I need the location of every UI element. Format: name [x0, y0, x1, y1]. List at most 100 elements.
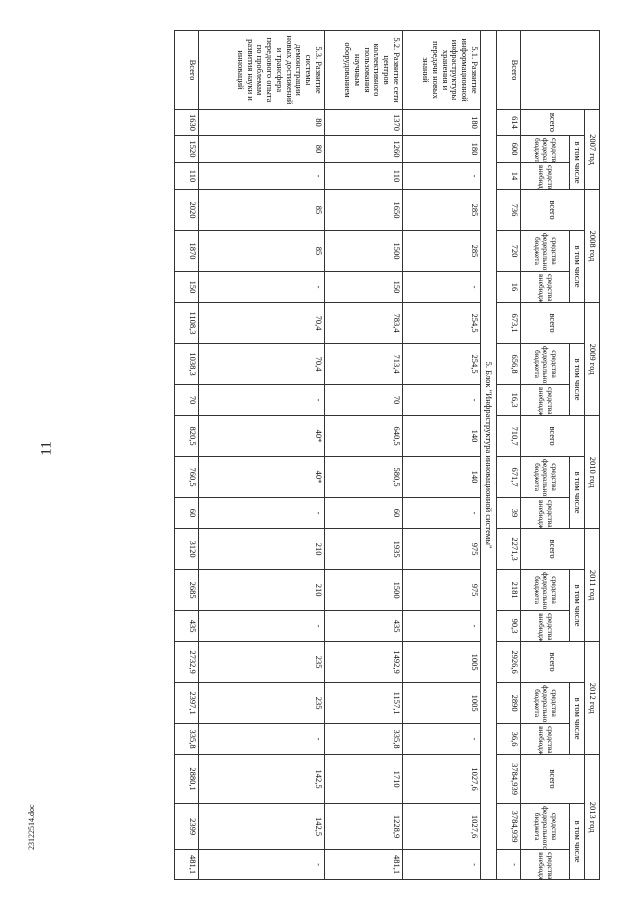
- value-cell: -: [402, 610, 481, 642]
- value-cell: 1108,3: [174, 302, 199, 344]
- value-cell: -: [402, 384, 481, 416]
- value-cell: 142,5: [198, 754, 325, 804]
- table-row: 5.2. Развитие сети центров коллективного…: [324, 30, 403, 880]
- value-cell: 60: [174, 497, 199, 529]
- value-cell: 150: [324, 271, 403, 303]
- value-cell: 975: [402, 528, 481, 570]
- year-header: 2007 год: [584, 109, 600, 190]
- value-cell: 1935: [324, 528, 403, 570]
- including-header: в том числе: [569, 135, 585, 190]
- value-cell: 1492,9: [324, 641, 403, 683]
- table-row: 5.1. Развитие информационной инфраструкт…: [402, 30, 481, 880]
- year-header: 2009 год: [584, 302, 600, 416]
- value-cell: 2926,6: [496, 641, 521, 683]
- value-cell: 142,5: [198, 803, 325, 850]
- value-cell: 1500: [324, 230, 403, 272]
- table-row: 5.3. Развитие системы демонстрации новых…: [198, 30, 325, 880]
- value-cell: 80: [198, 109, 325, 136]
- section-title: 5. Блок "Инфраструктура инновационной си…: [480, 30, 497, 880]
- federal-funds-header: средства федерального бюджета: [520, 569, 570, 611]
- value-cell: 671,7: [496, 456, 521, 498]
- extrabudget-funds-header: средства внебюджетные: [520, 849, 570, 880]
- value-cell: 3784,939: [496, 803, 521, 850]
- value-cell: 1500: [324, 569, 403, 611]
- value-cell: 1260: [324, 135, 403, 163]
- value-cell: 70: [174, 384, 199, 416]
- value-cell: 70,4: [198, 343, 325, 385]
- value-cell: 16,3: [496, 384, 521, 416]
- value-cell: 3120: [174, 528, 199, 570]
- total-header: всего: [520, 415, 585, 457]
- total-header: всего: [520, 302, 585, 344]
- value-cell: 710,7: [496, 415, 521, 457]
- value-cell: 36,6: [496, 723, 521, 755]
- extrabudget-funds-header: средства внебюджетные: [520, 723, 570, 755]
- including-header: в том числе: [569, 682, 585, 755]
- value-cell: 2732,9: [174, 641, 199, 683]
- value-cell: 16: [496, 271, 521, 303]
- extrabudget-funds-header: средства внебюджетные: [520, 271, 570, 303]
- value-cell: 180: [402, 109, 481, 136]
- value-cell: -: [198, 271, 325, 303]
- value-cell: 1005: [402, 682, 481, 724]
- file-name: 23122514.doc: [27, 804, 36, 850]
- value-cell: 14: [496, 162, 521, 190]
- value-cell: 70: [324, 384, 403, 416]
- value-cell: 1005: [402, 641, 481, 683]
- row-label: Всего: [496, 30, 521, 110]
- value-cell: 435: [324, 610, 403, 642]
- value-cell: 580,5: [324, 456, 403, 498]
- header-corner: [520, 30, 600, 110]
- value-cell: 1038,3: [174, 343, 199, 385]
- value-cell: 2397,1: [174, 682, 199, 724]
- value-cell: -: [402, 162, 481, 190]
- value-cell: 481,1: [324, 849, 403, 880]
- value-cell: 1650: [324, 189, 403, 231]
- value-cell: 285: [402, 230, 481, 272]
- value-cell: -: [402, 497, 481, 529]
- value-cell: 140: [402, 415, 481, 457]
- federal-funds-header: средства федерального бюджета: [520, 803, 570, 850]
- value-cell: -: [496, 849, 521, 880]
- value-cell: 713,4: [324, 343, 403, 385]
- value-cell: 254,5: [402, 302, 481, 344]
- extrabudget-funds-header: средства внебюджетные: [520, 162, 570, 190]
- value-cell: 60: [324, 497, 403, 529]
- value-cell: -: [402, 723, 481, 755]
- value-cell: -: [402, 849, 481, 880]
- federal-funds-header: средства федерального бюджета: [520, 456, 570, 498]
- extrabudget-funds-header: средства внебюджетные: [520, 610, 570, 642]
- total-header: всего: [520, 109, 585, 136]
- value-cell: 1520: [174, 135, 199, 163]
- value-cell: -: [198, 723, 325, 755]
- value-cell: 673,1: [496, 302, 521, 344]
- value-cell: 140: [402, 456, 481, 498]
- value-cell: 2271,3: [496, 528, 521, 570]
- value-cell: 2890: [496, 682, 521, 724]
- value-cell: 656,8: [496, 343, 521, 385]
- value-cell: 1710: [324, 754, 403, 804]
- value-cell: 3784,939: [496, 754, 521, 804]
- federal-funds-header: средства федерального бюджета: [520, 343, 570, 385]
- value-cell: 783,4: [324, 302, 403, 344]
- row-label: 5.3. Развитие системы демонстрации новых…: [198, 30, 325, 110]
- value-cell: -: [402, 271, 481, 303]
- value-cell: 2685: [174, 569, 199, 611]
- value-cell: 2181: [496, 569, 521, 611]
- value-cell: 820,5: [174, 415, 199, 457]
- value-cell: 760,5: [174, 456, 199, 498]
- value-cell: 1027,6: [402, 803, 481, 850]
- value-cell: 39: [496, 497, 521, 529]
- value-cell: 2880,1: [174, 754, 199, 804]
- including-header: в том числе: [569, 230, 585, 303]
- value-cell: 640,5: [324, 415, 403, 457]
- value-cell: 70,4: [198, 302, 325, 344]
- year-header: 2013 год: [584, 754, 600, 880]
- year-header: 2008 год: [584, 189, 600, 303]
- value-cell: 90,3: [496, 610, 521, 642]
- extrabudget-funds-header: средства внебюджетные: [520, 497, 570, 529]
- value-cell: 614: [496, 109, 521, 136]
- value-cell: 435: [174, 610, 199, 642]
